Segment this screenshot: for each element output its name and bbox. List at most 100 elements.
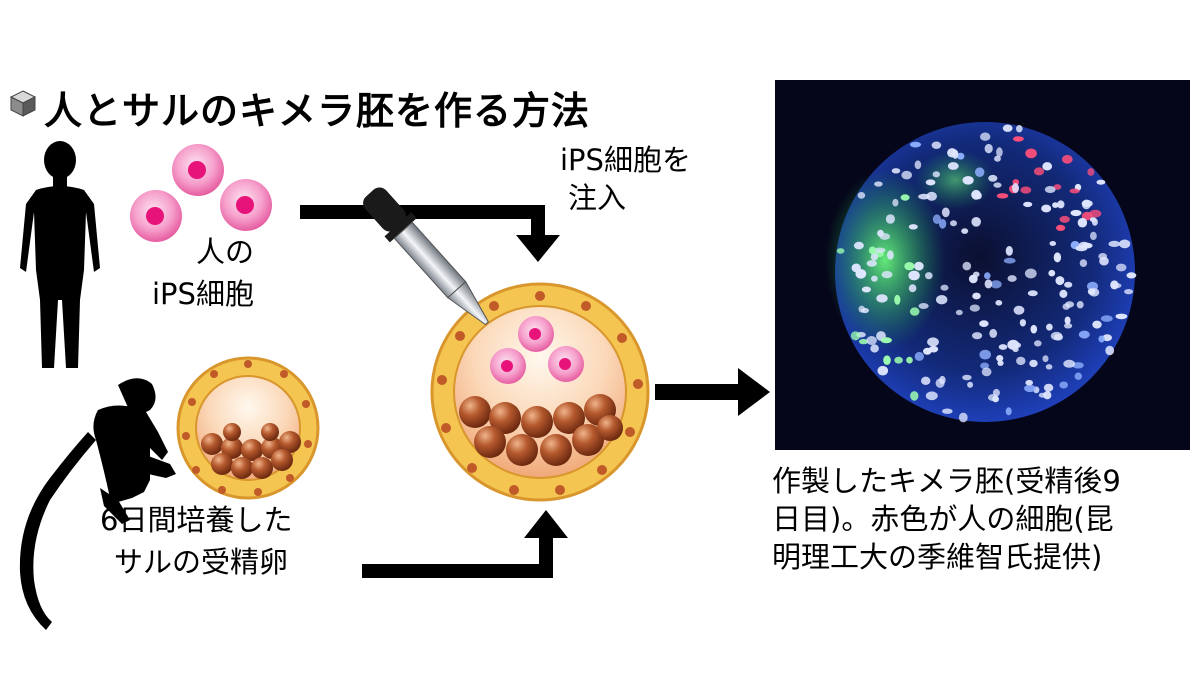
cell-nucleus bbox=[1119, 239, 1131, 249]
cell-nucleus bbox=[1074, 372, 1082, 380]
cell-nucleus bbox=[980, 362, 990, 370]
cell-nucleus bbox=[971, 189, 981, 200]
cell-nucleus bbox=[1090, 231, 1097, 241]
dropper-icon bbox=[363, 187, 489, 326]
cell-nucleus bbox=[1016, 356, 1026, 366]
cell-nucleus bbox=[1059, 289, 1068, 298]
cell-nucleus bbox=[997, 360, 1004, 366]
cell-nucleus bbox=[1007, 275, 1017, 282]
diagram-title: 人とサルのキメラ胚を作る方法 bbox=[44, 89, 591, 133]
cell-nucleus bbox=[1025, 379, 1033, 386]
cell-nucleus bbox=[892, 198, 899, 207]
cell-nucleus bbox=[908, 284, 917, 293]
human-ips-label-line1: 人の bbox=[196, 235, 255, 269]
cell-nucleus bbox=[1046, 323, 1053, 331]
cell-nucleus bbox=[996, 193, 1009, 199]
cell-nucleus bbox=[993, 182, 1002, 188]
cell-nucleus bbox=[910, 391, 919, 401]
injection-label-1: iPS細胞を bbox=[560, 143, 691, 177]
cell-nucleus bbox=[900, 194, 910, 201]
human-ips-cells bbox=[130, 144, 272, 242]
cell-nucleus bbox=[1069, 188, 1080, 194]
cell-nucleus bbox=[871, 275, 878, 282]
cell-nucleus bbox=[984, 279, 993, 289]
cell-nucleus bbox=[1059, 381, 1068, 389]
cell-nucleus bbox=[1100, 315, 1113, 322]
cell-nucleus bbox=[932, 214, 941, 224]
monkey-egg-label-2: サルの受精卵 bbox=[114, 545, 289, 579]
cell-nucleus bbox=[906, 356, 913, 364]
cell-nucleus bbox=[947, 162, 959, 170]
embryo-image bbox=[825, 122, 1137, 423]
cell-nucleus bbox=[1020, 186, 1032, 194]
cell-nucleus bbox=[961, 228, 969, 234]
cell-nucleus bbox=[1023, 201, 1033, 208]
cell-nucleus bbox=[1059, 215, 1070, 223]
cell-nucleus bbox=[1005, 407, 1012, 416]
cell-nucleus bbox=[1115, 263, 1127, 272]
photo-caption: 作製したキメラ胚(受精後9 日目)。赤色が人の細胞(昆 明理工大の季維智氏提供) bbox=[772, 462, 1121, 576]
cell-nucleus bbox=[950, 220, 957, 227]
cell-nucleus bbox=[972, 332, 983, 340]
cell-nucleus bbox=[1091, 218, 1098, 226]
cell-nucleus bbox=[1013, 136, 1024, 142]
cell-nucleus bbox=[1102, 334, 1112, 342]
cell-nucleus bbox=[1007, 339, 1020, 350]
cell-nucleus bbox=[1016, 125, 1023, 133]
cell-nucleus bbox=[988, 394, 998, 401]
cell-nucleus bbox=[1043, 391, 1052, 400]
cell-nucleus bbox=[1064, 323, 1073, 329]
cell-nucleus bbox=[870, 344, 879, 353]
cell-nucleus bbox=[921, 376, 931, 385]
human-ips-label: 人の bbox=[196, 232, 254, 272]
cell-nucleus bbox=[885, 214, 895, 224]
cell-nucleus bbox=[914, 261, 924, 271]
cell-nucleus bbox=[1065, 301, 1075, 308]
cell-nucleus bbox=[918, 193, 930, 200]
cell-nucleus bbox=[1043, 383, 1054, 392]
chimera-embryo-photo bbox=[775, 80, 1190, 450]
cell-nucleus bbox=[1042, 355, 1049, 363]
cell-nucleus bbox=[979, 320, 989, 327]
cell-nucleus bbox=[908, 270, 920, 281]
cell-nucleus bbox=[909, 141, 922, 148]
cell-nucleus bbox=[925, 179, 936, 186]
cell-nucleus bbox=[962, 374, 972, 381]
cell-nucleus bbox=[984, 272, 991, 280]
cell-nucleus bbox=[1105, 345, 1115, 356]
cell-nucleus bbox=[870, 252, 878, 261]
cell-nucleus bbox=[1025, 148, 1037, 159]
cell-nucleus bbox=[952, 149, 959, 159]
cell-nucleus bbox=[1081, 242, 1093, 249]
cell-nucleus bbox=[998, 344, 1008, 350]
cell-nucleus bbox=[940, 284, 949, 291]
cell-nucleus bbox=[962, 176, 974, 185]
cell-nucleus bbox=[980, 132, 991, 141]
cell-nucleus bbox=[1013, 305, 1025, 315]
cell-nucleus bbox=[1029, 359, 1038, 368]
cell-nucleus bbox=[1056, 224, 1066, 231]
cell-nucleus bbox=[942, 408, 953, 414]
cell-nucleus bbox=[996, 147, 1003, 158]
cell-nucleus bbox=[909, 307, 920, 316]
cell-nucleus bbox=[1064, 281, 1073, 288]
cell-nucleus bbox=[1070, 209, 1082, 217]
cell-nucleus bbox=[879, 233, 891, 240]
cell-nucleus bbox=[887, 250, 894, 260]
cell-nucleus bbox=[1124, 289, 1134, 295]
cell-nucleus bbox=[1002, 124, 1013, 132]
cell-nucleus bbox=[975, 167, 985, 177]
cell-nucleus bbox=[984, 143, 993, 154]
cell-nucleus bbox=[1077, 217, 1088, 228]
cell-nucleus bbox=[941, 207, 950, 218]
human-ips-label-2: iPS細胞 bbox=[152, 277, 254, 311]
cell-nucleus bbox=[1096, 179, 1106, 185]
cell-nucleus bbox=[858, 338, 869, 345]
cell-nucleus bbox=[1052, 202, 1059, 208]
cell-nucleus bbox=[979, 349, 991, 360]
cell-nucleus bbox=[1024, 384, 1036, 393]
cell-nucleus bbox=[938, 219, 947, 229]
cube-icon bbox=[9, 90, 37, 117]
cell-nucleus bbox=[1081, 200, 1093, 207]
